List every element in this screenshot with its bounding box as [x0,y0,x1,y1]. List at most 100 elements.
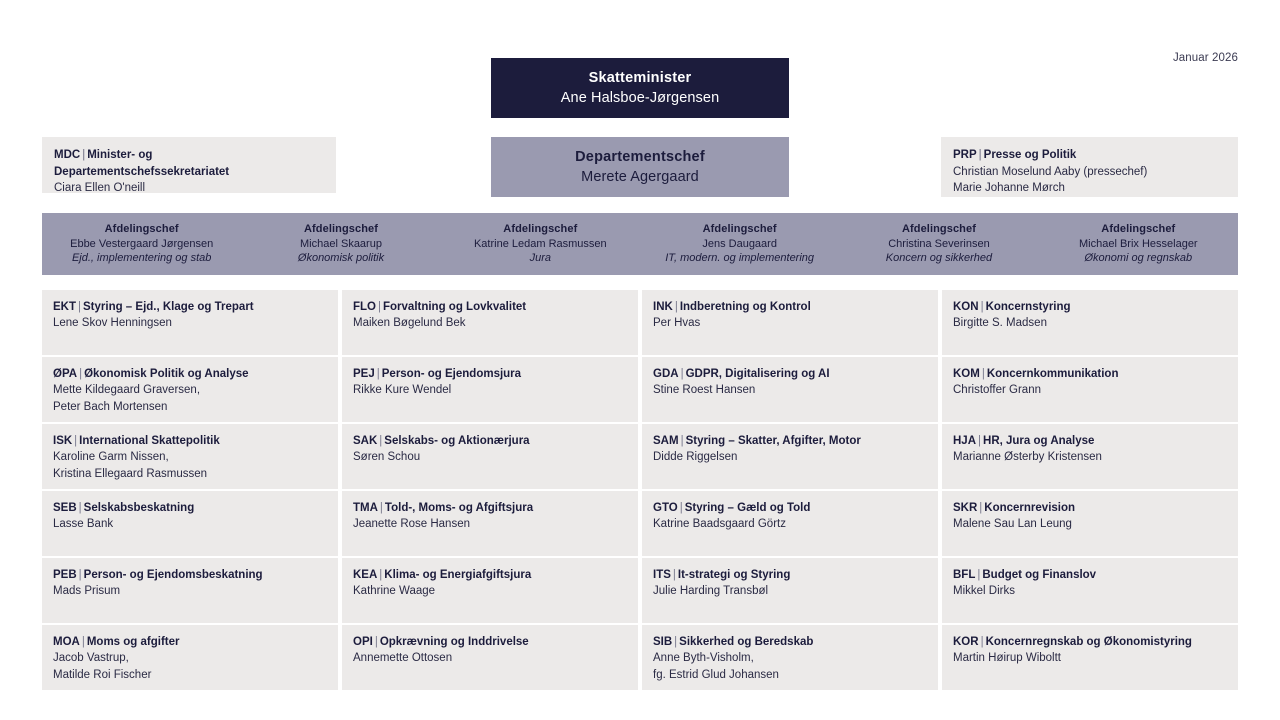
unit-card: ØPA|Økonomisk Politik og Analyse Mette K… [42,356,338,422]
afdelingschef-area: Jura [529,252,552,265]
unit-card-heading: SKR|Koncernrevision [953,500,1228,516]
unit-column: FLO|Forvaltning og Lovkvalitet Maiken Bø… [342,290,638,690]
unit-person: Kristina Ellegaard Rasmussen [53,467,208,480]
unit-person: Kathrine Waage [353,585,436,598]
unit-code: TMA [353,501,378,514]
unit-code: OPI [353,635,373,648]
unit-name: Koncernstyring [985,301,1071,313]
unit-name: Koncernkommunikation [986,367,1119,380]
unit-name: Koncernrevision [984,501,1076,514]
unit-card: PEJ|Person- og Ejendomsjura Rikke Kure W… [342,356,638,422]
unit-card-heading: SAK|Selskabs- og Aktionærjura [353,433,628,449]
afdelingschef-name: Jens Daugaard [702,237,777,250]
unit-name: Budget og Finanslov [982,568,1097,581]
unit-name: Styring – Gæld og Told [684,501,811,514]
afdelingschef-name: Katrine Ledam Rasmussen [473,237,607,250]
unit-name: Selskabs- og Aktionærjura [384,434,530,447]
afdelingschef-area: Ejd., implementering og stab [71,252,212,265]
unit-name: HR, Jura og Analyse [983,434,1095,447]
unit-card-heading: KOM|Koncernkommunikation [953,366,1228,382]
unit-code: KEA [353,568,378,581]
afdelingschef-area: Økonomi og regnskab [1084,252,1193,265]
unit-person: Maiken Bøgelund Bek [353,317,466,330]
unit-card: BFL|Budget og Finanslov Mikkel Dirks [942,557,1238,623]
afdelingschef-role: Afdelingschef [503,223,578,236]
afdelingschef-role: Afdelingschef [1101,223,1176,236]
afdelingschef-cell: Afdelingschef Christina Severinsen Konce… [839,213,1038,275]
department-chief-name: Merete Agergaard [581,168,699,185]
unit-code: INK [653,301,673,313]
department-chief-box: Departementschef Merete Agergaard [491,137,789,197]
unit-code: SEB [53,501,77,514]
unit-person: Christoffer Grann [953,384,1041,397]
department-chief-role: Departementschef [575,149,705,166]
unit-person: Annemette Ottosen [353,652,453,665]
separator: | [981,367,985,380]
separator: | [78,301,81,313]
unit-card: TMA|Told-, Moms- og Afgiftsjura Jeanette… [342,490,638,556]
unit-card: FLO|Forvaltning og Lovkvalitet Maiken Bø… [342,290,638,355]
unit-person: Rikke Kure Wendel [353,384,452,397]
unit-person: Didde Riggelsen [653,451,738,464]
unit-column: KON|Koncernstyring Birgitte S. Madsen KO… [942,290,1238,690]
unit-card: PEB|Person- og Ejendomsbeskatning Mads P… [42,557,338,623]
afdelingschef-cell: Afdelingschef Jens Daugaard IT, modern. … [640,213,839,275]
unit-code: SKR [953,501,978,514]
date-stamp: Januar 2026 [1172,52,1238,64]
unit-person: Katrine Baadsgaard Görtz [653,518,786,531]
unit-name: Sikkerhed og Beredskab [679,635,814,648]
unit-name: It-strategi og Styring [677,568,791,581]
unit-name: Person- og Ejendomsjura [381,367,522,380]
unit-card: GDA|GDPR, Digitalisering og AI Stine Roe… [642,356,938,422]
unit-code: SAM [653,434,679,447]
unit-person: Malene Sau Lan Leung [953,518,1072,531]
unit-code: PEJ [353,367,375,380]
separator: | [979,501,983,514]
unit-person: Per Hvas [653,317,701,330]
separator: | [980,635,984,648]
unit-card-heading: INK|Indberetning og Kontrol [653,299,928,315]
unit-card-heading: SAM|Styring – Skatter, Afgifter, Motor [653,433,928,449]
minister-role: Skatteminister [588,70,692,87]
unit-code: BFL [953,568,976,581]
unit-name: International Skattepolitik [79,434,220,447]
afdelingschef-name: Christina Severinsen [888,237,990,250]
unit-person: Martin Høirup Wiboltt [953,652,1061,665]
minister-name: Ane Halsboe-Jørgensen [560,89,720,106]
separator: | [679,501,683,514]
unit-code: GDA [653,367,679,380]
unit-column: EKT|Styring – Ejd., Klage og Trepart Len… [42,290,338,690]
separator: | [680,434,684,447]
separator: | [978,434,982,447]
separator: | [680,367,684,380]
unit-column: INK|Indberetning og Kontrol Per Hvas GDA… [642,290,938,690]
unit-name: Forvaltning og Lovkvalitet [383,301,527,313]
unit-card-heading: BFL|Budget og Finanslov [953,567,1228,583]
unit-card-heading: ØPA|Økonomisk Politik og Analyse [53,366,328,382]
unit-card-grid: EKT|Styring – Ejd., Klage og Trepart Len… [42,290,1238,690]
unit-card: KOR|Koncernregnskab og Økonomistyring Ma… [942,624,1238,690]
staff-unit-heading: MDC|Minister- og Departementschefssekret… [54,147,325,180]
unit-card: SKR|Koncernrevision Malene Sau Lan Leung [942,490,1238,556]
staff-unit-mdc: MDC|Minister- og Departementschefssekret… [42,137,336,194]
unit-card: SIB|Sikkerhed og Beredskab Anne Byth-Vis… [642,624,938,690]
unit-name: Told-, Moms- og Afgiftsjura [384,501,534,514]
unit-person: Mads Prisum [53,585,121,598]
unit-code: FLO [353,301,376,313]
unit-card-heading: EKT|Styring – Ejd., Klage og Trepart [53,299,328,315]
unit-code: KON [953,301,979,313]
separator: | [78,568,82,581]
unit-person: Julie Harding Transbøl [653,585,769,598]
unit-card: OPI|Opkrævning og Inddrivelse Annemette … [342,624,638,690]
unit-card-heading: ITS|It-strategi og Styring [653,567,928,583]
staff-unit-heading: PRP|Presse og Politik [953,147,1227,164]
afdelingschef-name: Michael Brix Hesselager [1079,237,1198,250]
separator: | [79,367,83,380]
separator: | [378,301,381,313]
unit-card-heading: KON|Koncernstyring [953,299,1228,315]
unit-code: GTO [653,501,678,514]
afdelingschef-area: IT, modern. og implementering [665,252,815,265]
afdelingschef-area: Koncern og sikkerhed [885,252,993,265]
unit-card: INK|Indberetning og Kontrol Per Hvas [642,290,938,355]
